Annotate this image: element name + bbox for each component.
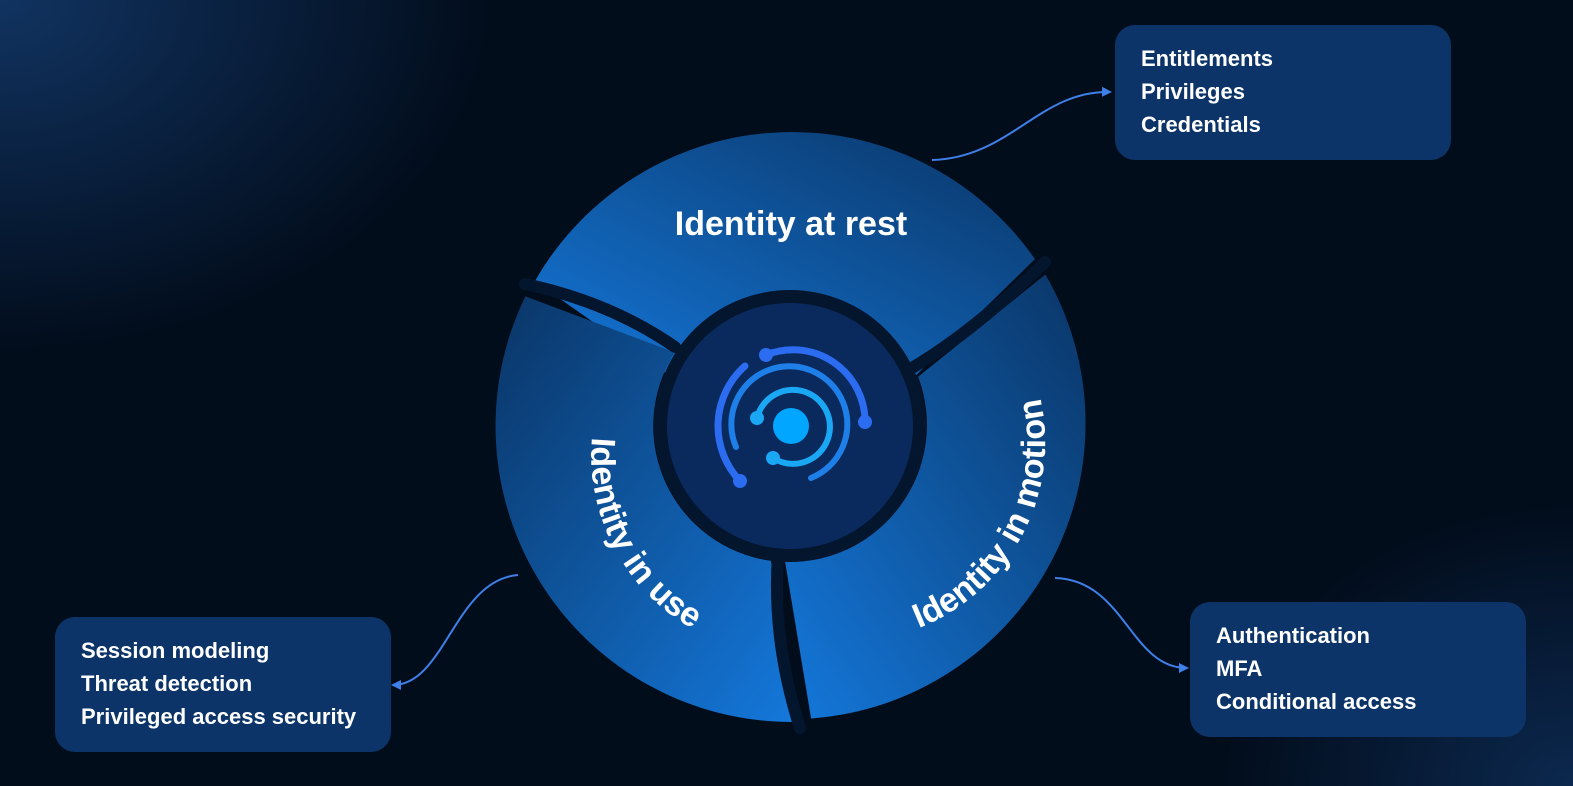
info-box-identity-in-motion: Authentication MFA Conditional access [1190, 602, 1526, 737]
segment-dividers [519, 256, 1051, 734]
connector-motion [1054, 577, 1189, 673]
box-item: Entitlements [1141, 46, 1274, 71]
segment-identity-in-use [495, 296, 797, 722]
box-item: Credentials [1141, 112, 1261, 137]
box-item: Session modeling [81, 638, 270, 663]
segment-identity-in-motion [784, 274, 1086, 719]
box-item: Authentication [1216, 623, 1370, 648]
box-item: Privileged access security [81, 704, 357, 729]
label-identity-at-rest: Identity at rest [675, 205, 907, 243]
orbit-target-icon [714, 346, 872, 488]
segment-identity-at-rest [534, 132, 1035, 387]
box-item: MFA [1216, 656, 1263, 681]
box-item: Conditional access [1216, 689, 1417, 714]
box-item: Threat detection [81, 671, 253, 696]
info-box-identity-in-use: Session modeling Threat detection Privil… [55, 617, 391, 752]
connector-rest [931, 86, 1112, 161]
box-item: Privileges [1141, 79, 1245, 104]
connector-use [391, 574, 519, 690]
info-box-identity-at-rest: Entitlements Privileges Credentials [1115, 25, 1451, 160]
